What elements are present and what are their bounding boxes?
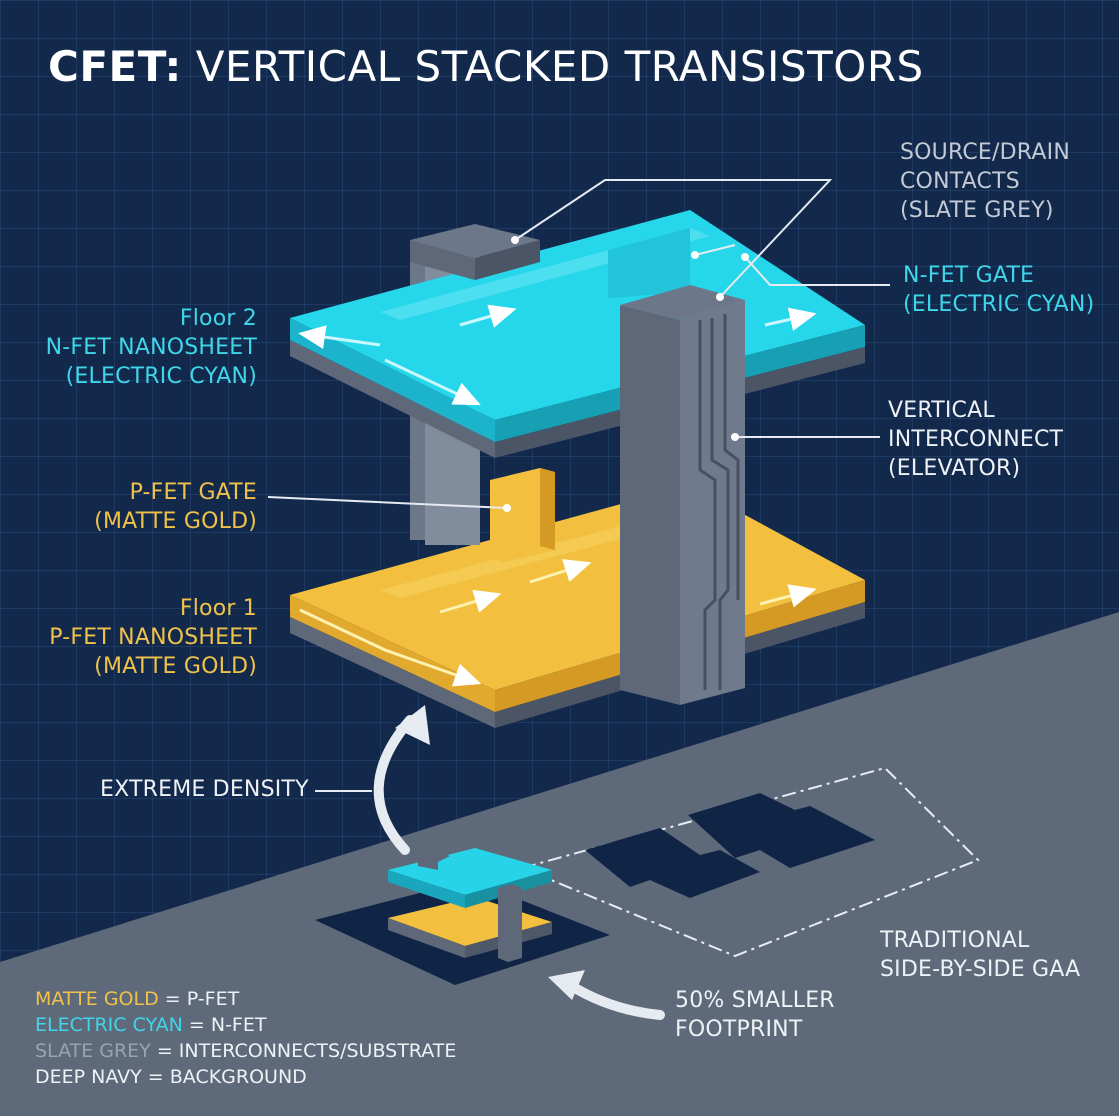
curved-arrow-left-icon <box>565 980 665 1020</box>
label-extreme-density: EXTREME DENSITY <box>100 777 309 802</box>
arrowhead-left-icon <box>548 970 585 1000</box>
label-pfet-gate: P-FET GATE(MATTE GOLD) <box>94 480 257 534</box>
mini-cfet <box>388 848 552 962</box>
vertical-interconnect <box>620 285 745 705</box>
traditional-block-right <box>688 793 875 868</box>
source-drain-contact <box>410 224 540 280</box>
curved-arrow-up-icon <box>373 715 415 855</box>
legend-item-cyan: ELECTRIC CYAN = N-FET <box>35 1014 267 1036</box>
arrowhead-up-icon <box>395 705 430 745</box>
pfet-gate <box>490 468 555 562</box>
label-nfet-gate: N-FET GATE(ELECTRIC CYAN) <box>903 263 1095 317</box>
substrate-floor <box>0 612 1119 1116</box>
legend-item-navy: DEEP NAVY = BACKGROUND <box>35 1066 307 1088</box>
traditional-block-left <box>585 828 760 898</box>
color-legend: MATTE GOLD = P-FET ELECTRIC CYAN = N-FET… <box>35 986 456 1090</box>
leader-dots <box>503 236 749 512</box>
legend-item-gold: MATTE GOLD = P-FET <box>35 988 240 1010</box>
nfet-gate <box>608 228 690 298</box>
page-title: CFET: VERTICAL STACKED TRANSISTORS <box>48 42 924 91</box>
leader-lines <box>267 179 890 792</box>
legend-item-slate: SLATE GREY = INTERCONNECTS/SUBSTRATE <box>35 1040 457 1062</box>
